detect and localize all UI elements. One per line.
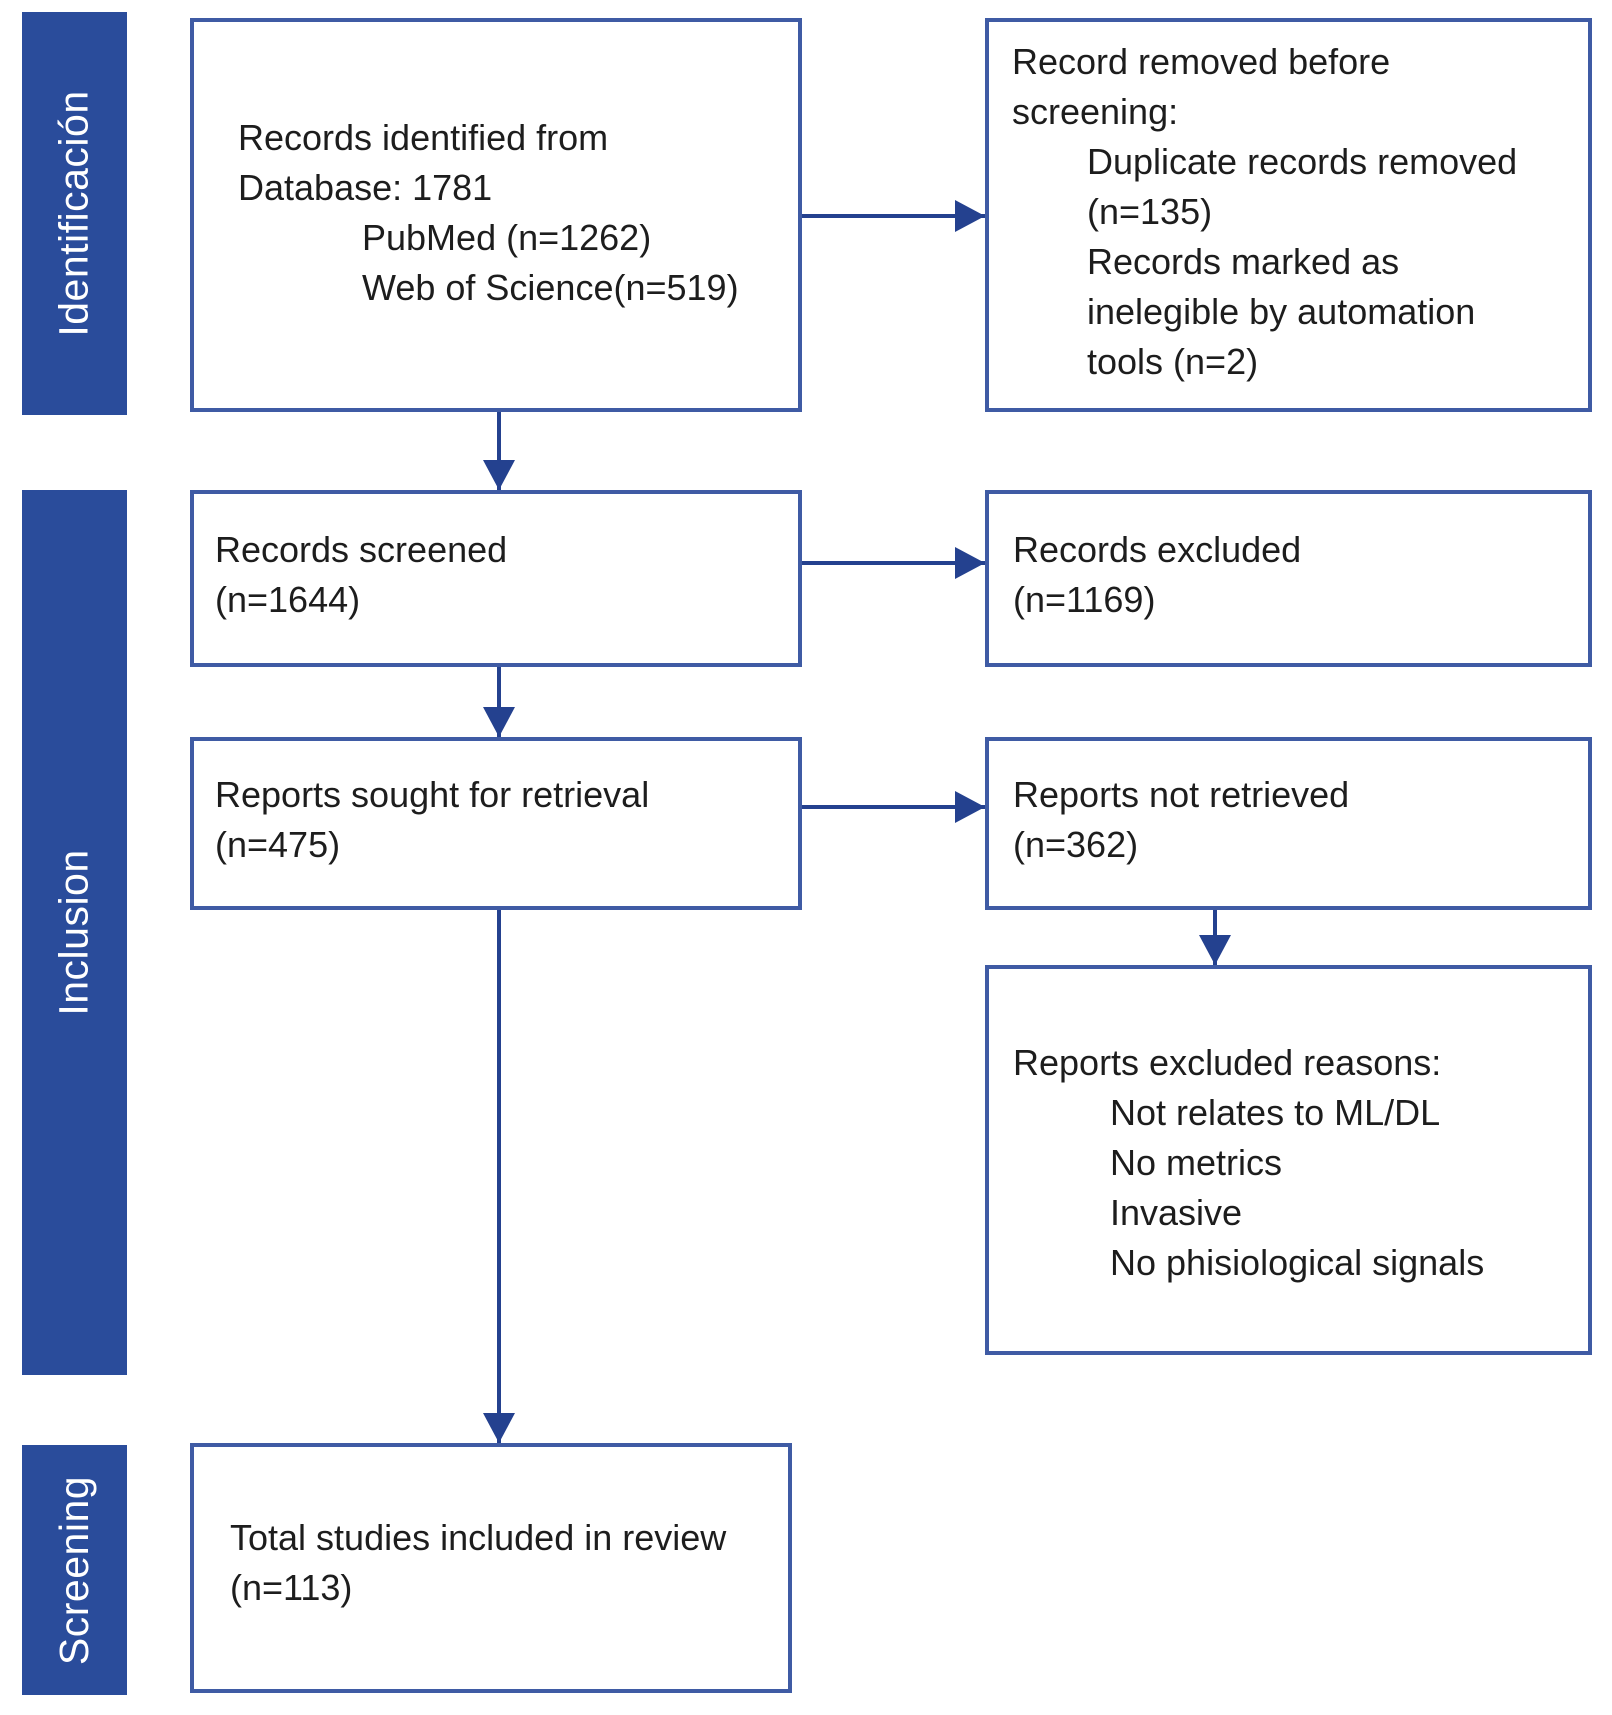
box-line: (n=475)	[215, 824, 341, 865]
stage-label-screening: Screening	[51, 1475, 97, 1665]
box-line: Reports not retrieved	[1013, 774, 1350, 815]
arrowhead-down-icon	[483, 1413, 515, 1443]
arrow-identified-to-removed	[802, 214, 985, 218]
box-line: Reports excluded reasons:	[1013, 1042, 1442, 1083]
box-reports-sought-text: Reports sought for retrieval (n=475)	[215, 770, 649, 870]
arrowhead-down-icon	[483, 707, 515, 737]
arrowhead-down-icon	[483, 460, 515, 490]
box-line: Invasive	[1110, 1192, 1243, 1233]
box-records-identified-text: Records identified from Database: 1781 P…	[238, 113, 739, 313]
box-reports-not-retrieved: Reports not retrieved (n=362)	[985, 737, 1592, 910]
box-removed-before-screening-text: Record removed before screening: Duplica…	[1012, 37, 1517, 387]
stage-label-inclusion: Inclusion	[51, 849, 98, 1016]
box-line: inelegible by automation	[1087, 291, 1476, 332]
arrowhead-right-icon	[955, 547, 985, 579]
box-line: No metrics	[1110, 1142, 1283, 1183]
box-line: (n=362)	[1013, 824, 1139, 865]
box-reports-excluded-reasons: Reports excluded reasons: Not relates to…	[985, 965, 1592, 1355]
box-line: PubMed (n=1262)	[362, 217, 652, 258]
box-line: tools (n=2)	[1087, 341, 1259, 382]
arrowhead-down-icon	[1199, 935, 1231, 965]
box-line: (n=135)	[1087, 191, 1213, 232]
arrow-screened-to-excluded	[802, 561, 985, 565]
box-reports-sought: Reports sought for retrieval (n=475)	[190, 737, 802, 910]
box-reports-not-retrieved-text: Reports not retrieved (n=362)	[1013, 770, 1349, 870]
box-line: Records screened	[215, 529, 508, 570]
box-line: Reports sought for retrieval	[215, 774, 650, 815]
box-line: No phisiological signals	[1110, 1242, 1485, 1283]
arrow-sought-to-included	[497, 910, 501, 1443]
box-line: Duplicate records removed	[1087, 141, 1518, 182]
box-line: (n=113)	[230, 1567, 353, 1608]
arrow-identified-to-screened	[497, 412, 501, 490]
box-records-excluded: Records excluded (n=1169)	[985, 490, 1592, 667]
box-total-included-text: Total studies included in review (n=113)	[230, 1513, 726, 1613]
stage-bar-screening: Screening	[22, 1445, 127, 1695]
arrowhead-right-icon	[955, 200, 985, 232]
arrow-sought-to-not-retrieved	[802, 805, 985, 809]
box-line: Records marked as	[1087, 241, 1400, 282]
box-records-screened: Records screened (n=1644)	[190, 490, 802, 667]
arrowhead-right-icon	[955, 791, 985, 823]
box-records-identified: Records identified from Database: 1781 P…	[190, 18, 802, 412]
stage-label-identification: Identificación	[51, 90, 98, 337]
box-line: Database: 1781	[238, 167, 493, 208]
box-records-screened-text: Records screened (n=1644)	[215, 525, 507, 625]
box-line: (n=1644)	[215, 579, 361, 620]
box-total-included: Total studies included in review (n=113)	[190, 1443, 792, 1693]
box-removed-before-screening: Record removed before screening: Duplica…	[985, 18, 1592, 412]
box-line: Not relates to ML/DL	[1110, 1092, 1441, 1133]
stage-bar-inclusion: Inclusion	[22, 490, 127, 1375]
box-line: Record removed before	[1012, 41, 1391, 82]
box-line: Records identified from	[238, 117, 609, 158]
box-line: screening:	[1012, 91, 1179, 132]
box-line: (n=1169)	[1013, 579, 1156, 620]
box-line: Web of Science(n=519)	[362, 267, 739, 308]
box-line: Total studies included in review	[230, 1517, 727, 1558]
box-records-excluded-text: Records excluded (n=1169)	[1013, 525, 1301, 625]
box-line: Records excluded	[1013, 529, 1302, 570]
arrow-screened-to-sought	[497, 667, 501, 737]
box-reports-excluded-reasons-text: Reports excluded reasons: Not relates to…	[1013, 1038, 1484, 1288]
stage-bar-identification: Identificación	[22, 12, 127, 415]
